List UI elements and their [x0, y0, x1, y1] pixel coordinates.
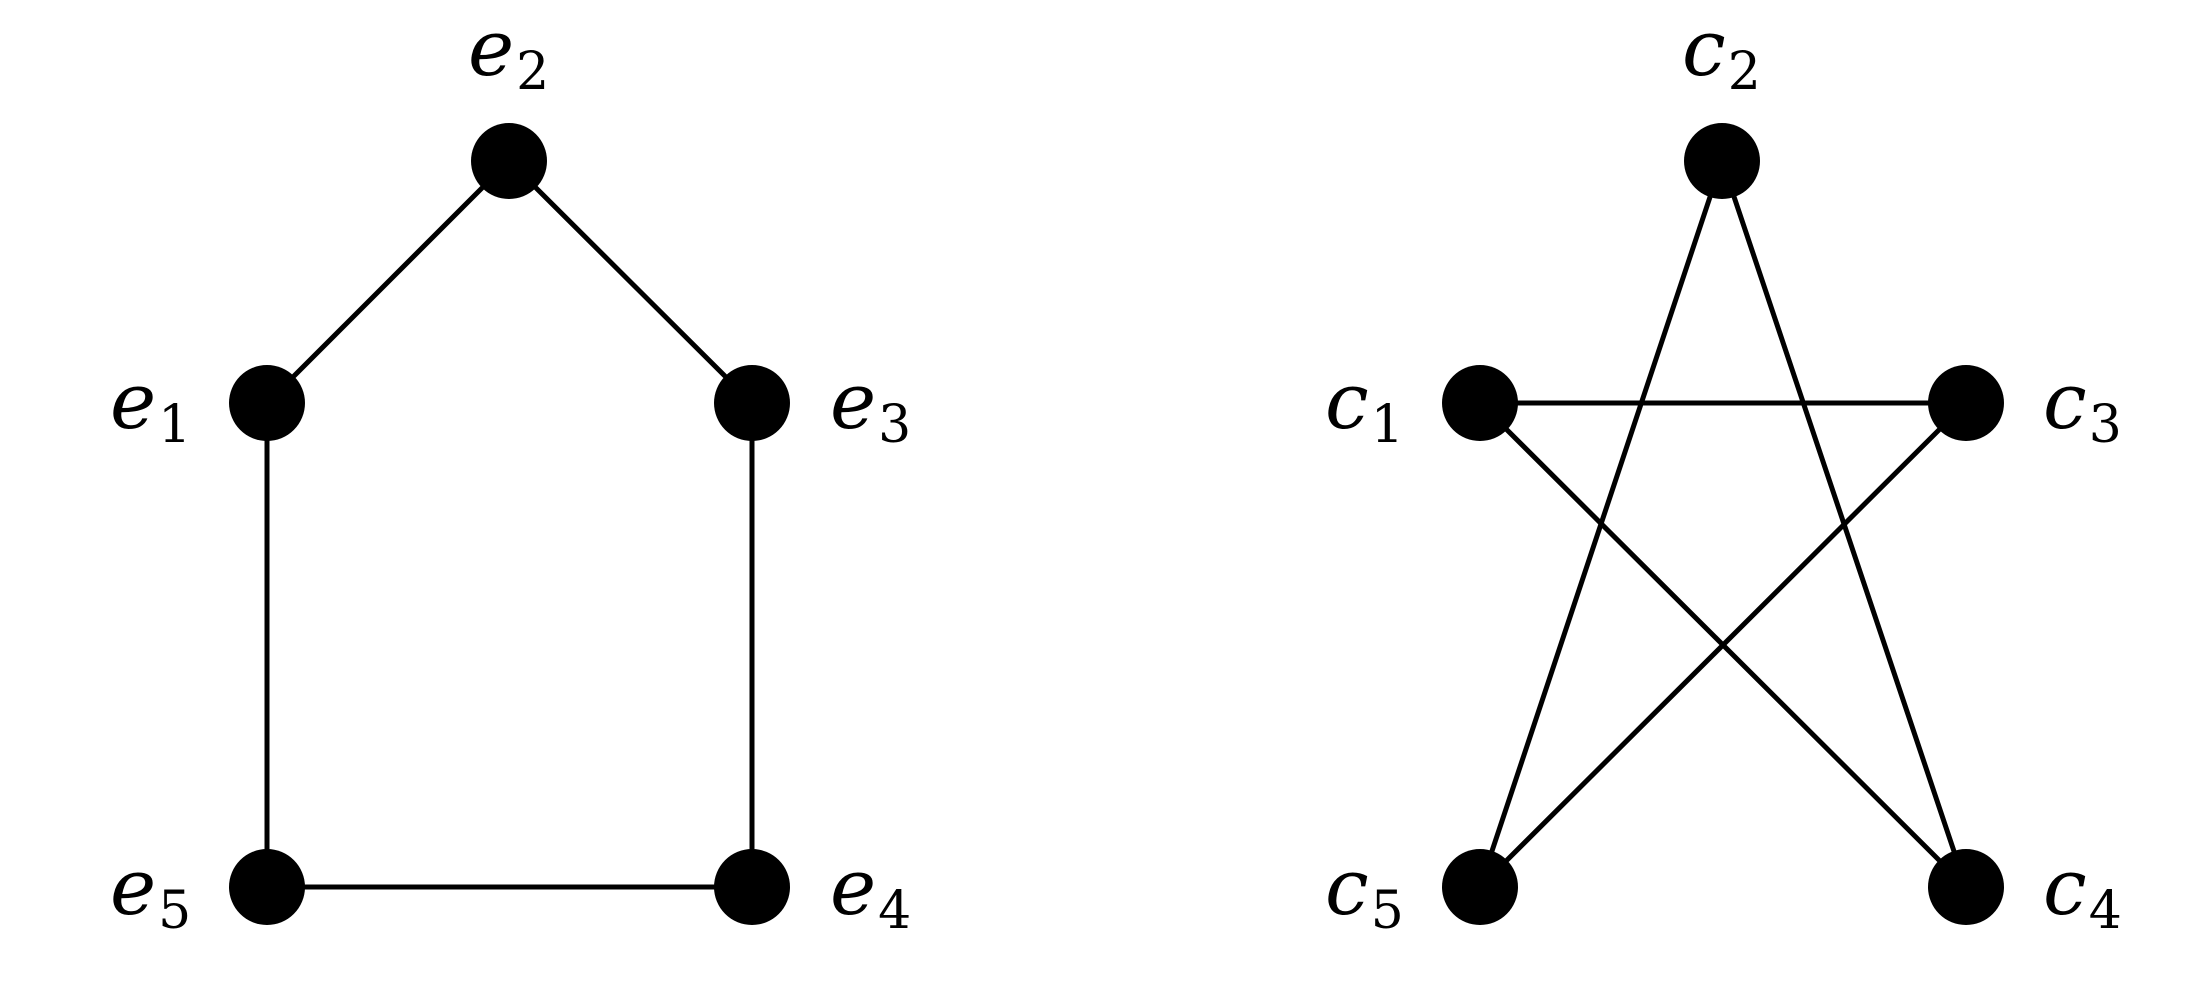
label-c2-subscript: 2: [1728, 42, 1761, 102]
label-e2-base: e: [468, 4, 514, 94]
label-c2: c2: [1682, 4, 1761, 102]
graph-e-nodes: [229, 123, 790, 925]
edge-c3-c5: [1477, 400, 1969, 890]
label-c3-base: c: [2043, 357, 2087, 447]
label-c1: c1: [1325, 357, 1404, 455]
label-c5-base: c: [1325, 843, 1369, 933]
edge-e1-e2: [264, 158, 512, 406]
node-e4: [714, 849, 790, 925]
label-c3-subscript: 3: [2089, 395, 2122, 455]
label-e4-subscript: 4: [878, 881, 911, 941]
node-c1: [1442, 365, 1518, 441]
label-e1-subscript: 1: [158, 395, 191, 455]
node-c4: [1928, 849, 2004, 925]
label-c4-subscript: 4: [2089, 881, 2122, 941]
label-e1: e1: [110, 357, 191, 455]
label-c4: c4: [2043, 843, 2122, 941]
node-e3: [714, 365, 790, 441]
node-c3: [1928, 365, 2004, 441]
label-e3-base: e: [830, 357, 876, 447]
graph-c-edges: [1477, 158, 1969, 890]
label-e3: e3: [830, 357, 911, 455]
edge-e2-e3: [506, 158, 755, 406]
label-e4: e4: [830, 843, 911, 941]
label-c1-subscript: 1: [1371, 395, 1404, 455]
label-e2: e2: [468, 4, 549, 102]
label-e4-base: e: [830, 843, 876, 933]
label-e2-subscript: 2: [516, 42, 549, 102]
node-c5: [1442, 849, 1518, 925]
label-e5-subscript: 5: [158, 881, 191, 941]
label-c1-base: c: [1325, 357, 1369, 447]
graph-c-nodes: [1442, 123, 2004, 925]
label-e5: e5: [110, 843, 191, 941]
label-e1-base: e: [110, 357, 156, 447]
edge-c2-c5: [1477, 158, 1725, 890]
label-c3: c3: [2043, 357, 2122, 455]
node-c2: [1684, 123, 1760, 199]
node-e1: [229, 365, 305, 441]
node-e5: [229, 849, 305, 925]
node-e2: [471, 123, 547, 199]
label-c2-base: c: [1682, 4, 1726, 94]
label-e3-subscript: 3: [878, 395, 911, 455]
label-c4-base: c: [2043, 843, 2087, 933]
graph-e-edges: [264, 158, 755, 890]
label-c5-subscript: 5: [1371, 881, 1404, 941]
label-e5-base: e: [110, 843, 156, 933]
label-c5: c5: [1325, 843, 1404, 941]
